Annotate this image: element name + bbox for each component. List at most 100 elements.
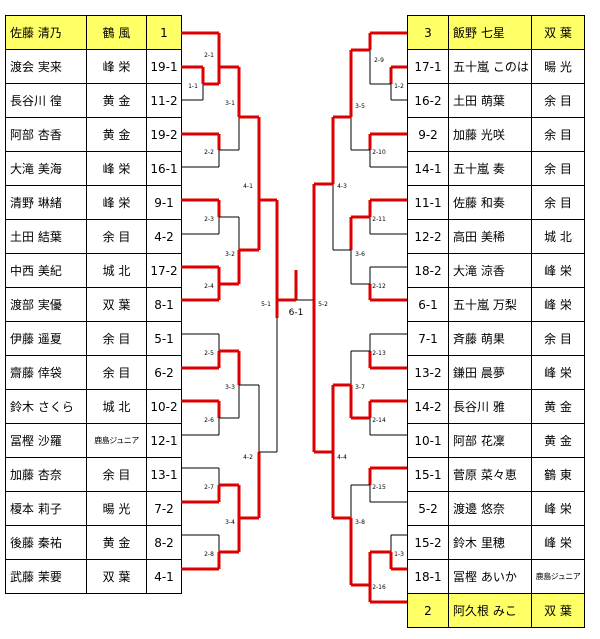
team-name: 余 目	[86, 355, 147, 390]
seed-number: 14-2	[407, 389, 449, 424]
team-name: 城 北	[531, 219, 585, 254]
team-name: 黄 金	[531, 423, 585, 458]
match-label: 2-4	[204, 283, 214, 290]
match-label: 2-9	[374, 57, 384, 64]
player-name: 高田 美稀	[448, 219, 532, 254]
match-label: 2-14	[372, 417, 386, 424]
match-label: 4-2	[243, 454, 253, 461]
match-label: 2-10	[372, 149, 386, 156]
seed-number: 12-1	[146, 423, 182, 458]
player-name: 榎本 莉子	[5, 491, 87, 526]
player-name: 鈴木 さくら	[5, 389, 87, 424]
match-label: 1-1	[188, 83, 198, 90]
team-name: 双 葉	[531, 15, 585, 50]
team-name: 双 葉	[531, 593, 585, 628]
player-name: 武藤 茉要	[5, 559, 87, 594]
team-name: 鶴 東	[531, 457, 585, 492]
team-name: 峰 栄	[531, 253, 585, 288]
match-label: 5-2	[318, 301, 328, 308]
seed-number: 12-2	[407, 219, 449, 254]
match-label: 3-8	[355, 519, 365, 526]
seed-number: 3	[407, 15, 449, 50]
match-label: 3-2	[225, 251, 235, 258]
team-name: 鹿島ジュニア	[86, 423, 147, 458]
team-name: 暘 光	[531, 49, 585, 84]
team-name: 峰 栄	[531, 491, 585, 526]
player-name: 冨樫 あいか	[448, 559, 532, 594]
seed-number: 9-1	[146, 185, 182, 220]
seed-number: 9-2	[407, 117, 449, 152]
player-name: 後藤 秦祐	[5, 525, 87, 560]
match-label: 2-6	[204, 417, 214, 424]
player-name: 五十嵐 万梨	[448, 287, 532, 322]
match-label: 3-1	[225, 100, 235, 107]
seed-number: 10-2	[146, 389, 182, 424]
seed-number: 17-2	[146, 253, 182, 288]
match-label: 2-16	[372, 584, 386, 591]
team-name: 黄 金	[86, 525, 147, 560]
match-label: 2-11	[372, 216, 386, 223]
team-name: 峰 栄	[531, 287, 585, 322]
match-label: 4-4	[337, 454, 347, 461]
player-name: 阿部 杏香	[5, 117, 87, 152]
seed-number: 16-2	[407, 83, 449, 118]
player-name: 阿久根 みこ	[448, 593, 532, 628]
seed-number: 8-2	[146, 525, 182, 560]
team-name: 双 葉	[86, 559, 147, 594]
seed-number: 18-1	[407, 559, 449, 594]
team-name: 暘 光	[86, 491, 147, 526]
match-label: 2-1	[204, 52, 214, 59]
match-label: 3-7	[355, 384, 365, 391]
team-name: 峰 栄	[531, 355, 585, 390]
match-label: 1-3	[394, 551, 404, 558]
player-name: 飯野 七星	[448, 15, 532, 50]
seed-number: 15-2	[407, 525, 449, 560]
match-label: 2-8	[204, 551, 214, 558]
match-label: 2-15	[372, 484, 386, 491]
seed-number: 4-1	[146, 559, 182, 594]
seed-number: 7-2	[146, 491, 182, 526]
team-name: 城 北	[86, 389, 147, 424]
seed-number: 6-2	[146, 355, 182, 390]
seed-number: 4-2	[146, 219, 182, 254]
match-label: 3-6	[355, 251, 365, 258]
player-name: 長谷川 徨	[5, 83, 87, 118]
player-name: 土田 結葉	[5, 219, 87, 254]
seed-number: 2	[407, 593, 449, 628]
match-label: 3-3	[225, 384, 235, 391]
player-name: 加藤 杏奈	[5, 457, 87, 492]
seed-number: 5-1	[146, 321, 182, 356]
seed-number: 5-2	[407, 491, 449, 526]
seed-number: 16-1	[146, 151, 182, 186]
player-name: 斉藤 萌果	[448, 321, 532, 356]
match-label: 1-2	[394, 83, 404, 90]
player-name: 菅原 菜々恵	[448, 457, 532, 492]
seed-number: 19-1	[146, 49, 182, 84]
team-name: 鹿島ジュニア	[531, 559, 585, 594]
match-label: 2-7	[204, 484, 214, 491]
player-name: 佐藤 清乃	[5, 15, 87, 50]
seed-number: 15-1	[407, 457, 449, 492]
